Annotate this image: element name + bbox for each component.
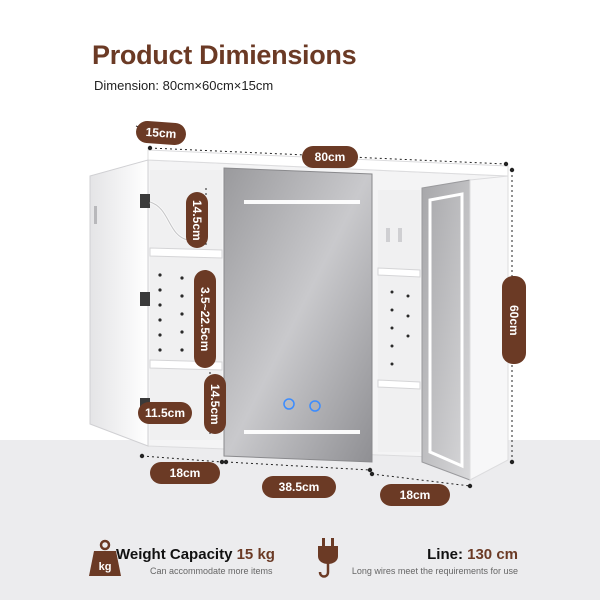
line-note: Long wires meet the requirements for use bbox=[351, 566, 518, 576]
weight-value: 15 kg bbox=[236, 546, 275, 563]
weight-note: Can accommodate more items bbox=[150, 566, 273, 576]
line-label: Line: bbox=[427, 546, 463, 563]
cabinet-illustration bbox=[89, 125, 515, 489]
depth-label: 15cm bbox=[135, 120, 187, 146]
right-mirror-door bbox=[421, 175, 509, 481]
plug-icon bbox=[318, 538, 338, 578]
line-length-feature: Line: 130 cm Long wires meet the require… bbox=[312, 532, 532, 582]
center-mirror bbox=[223, 167, 373, 463]
page-title: Product Dimiensions bbox=[92, 40, 357, 70]
dimension-summary: Dimension: 80cm×60cm×15cm bbox=[94, 78, 274, 93]
weight-icon-text: kg bbox=[99, 561, 112, 573]
mirror-width-label: 38.5cm bbox=[262, 476, 336, 498]
shelf-adjust-label: 3.5~22.5cm bbox=[194, 270, 216, 368]
left-compartment-label: 18cm bbox=[150, 462, 220, 484]
line-title: Line: 130 cm bbox=[427, 546, 518, 563]
left-gap-label: 11.5cm bbox=[138, 402, 192, 424]
weight-title: Weight Capacity 15 kg bbox=[116, 546, 275, 563]
weight-icon: kg bbox=[89, 539, 121, 576]
shelf-top-label: 14.5cm bbox=[186, 192, 208, 248]
shelf-bottom-label: 14.5cm bbox=[204, 374, 226, 434]
right-compartment-label: 18cm bbox=[380, 484, 450, 506]
width-label: 80cm bbox=[302, 146, 358, 168]
weight-capacity-feature: kg Weight Capacity 15 kg Can accommodate… bbox=[88, 532, 308, 582]
weight-label: Weight Capacity bbox=[116, 546, 233, 563]
line-value: 130 cm bbox=[467, 546, 518, 563]
height-label: 60cm bbox=[502, 276, 526, 364]
